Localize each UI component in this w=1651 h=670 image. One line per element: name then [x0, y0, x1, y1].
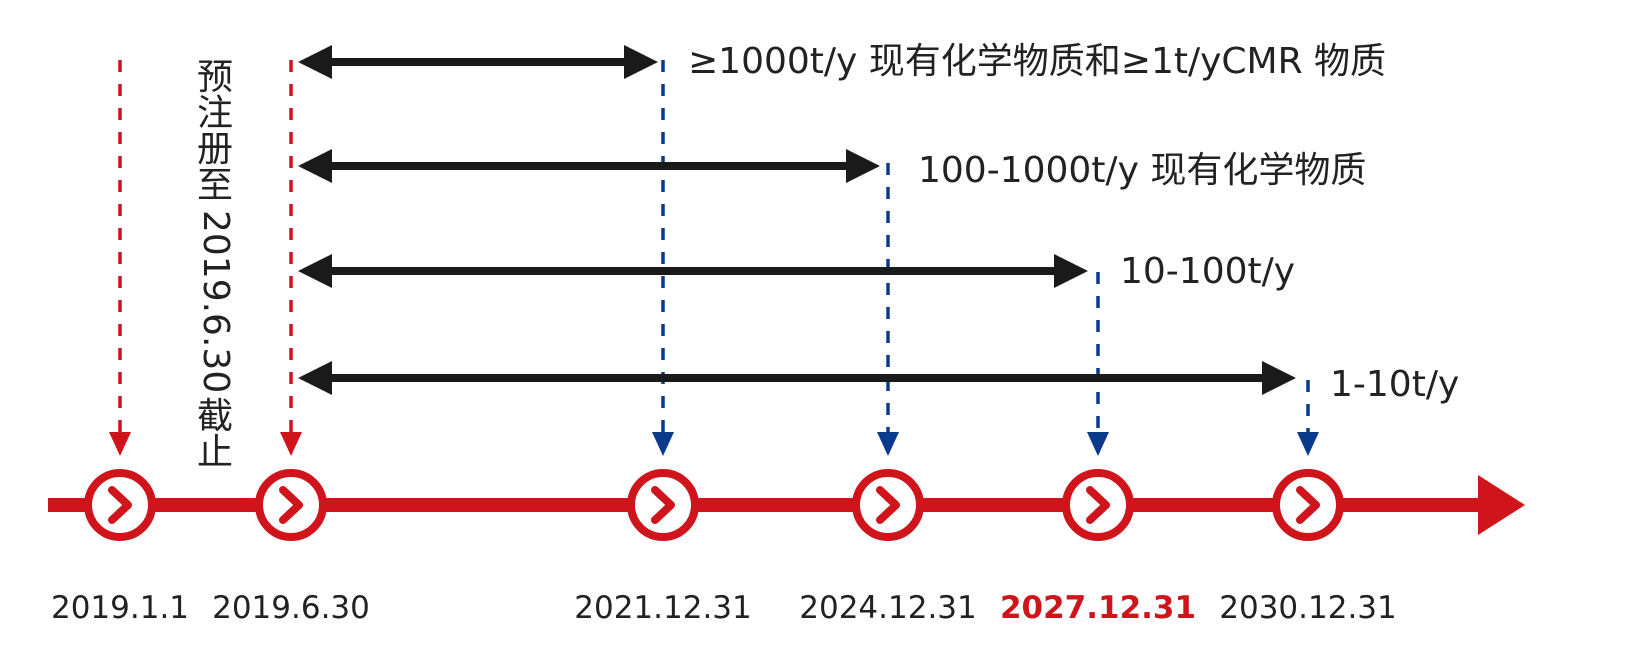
node-ring — [1272, 469, 1344, 541]
pre-registration-note: 预注册至 2019.6.30 截止 — [190, 60, 240, 477]
range-arrow — [298, 45, 658, 79]
arrow-down-icon — [1087, 432, 1109, 456]
milestone-label: 2021.12.31 — [574, 590, 752, 626]
range-label: 100-1000t/y 现有化学物质 — [918, 150, 1367, 191]
arrowhead-left-icon — [298, 149, 332, 183]
arrow-down-icon — [652, 432, 674, 456]
range-arrow — [298, 254, 1088, 288]
milestone-label: 2030.12.31 — [1219, 590, 1397, 626]
range-arrow — [298, 361, 1296, 395]
arrowhead-right-icon — [624, 45, 658, 79]
chevron-right-circle-icon — [255, 469, 327, 541]
note-prefix: 预注册至 — [196, 57, 233, 206]
node-chevron — [1086, 486, 1110, 524]
node-chevron — [876, 486, 900, 524]
range-label: ≥1000t/y 现有化学物质和≥1t/yCMR 物质 — [688, 41, 1387, 82]
milestone-label: 2019.1.1 — [50, 590, 190, 626]
arrowhead-right-icon — [1478, 475, 1525, 535]
node-ring — [627, 469, 699, 541]
chevron-right-circle-icon — [1062, 469, 1134, 541]
node-chevron — [651, 486, 675, 524]
node-ring — [255, 469, 327, 541]
node-ring — [852, 469, 924, 541]
arrowhead-right-icon — [1054, 254, 1088, 288]
arrowhead-right-icon — [1262, 361, 1296, 395]
milestone-label: 2024.12.31 — [799, 590, 977, 626]
range-arrow — [298, 149, 880, 183]
node-chevron — [279, 486, 303, 524]
milestone-label: 2019.6.30 — [212, 590, 370, 626]
note-suffix: 截止 — [196, 396, 233, 474]
note-date: 2019.6.30 — [195, 210, 236, 394]
chevron-right-circle-icon — [627, 469, 699, 541]
arrowhead-right-icon — [846, 149, 880, 183]
node-chevron — [1296, 486, 1320, 524]
arrowhead-left-icon — [298, 361, 332, 395]
milestone-label-highlight: 2027.12.31 — [999, 590, 1197, 626]
range-label: 1-10t/y — [1330, 364, 1460, 405]
arrow-down-icon — [280, 432, 302, 456]
chevron-right-circle-icon — [852, 469, 924, 541]
chevron-right-circle-icon — [1272, 469, 1344, 541]
arrow-down-icon — [1297, 432, 1319, 456]
chevron-right-circle-icon — [84, 469, 156, 541]
arrow-down-icon — [877, 432, 899, 456]
range-label: 10-100t/y — [1120, 251, 1296, 292]
arrowhead-left-icon — [298, 45, 332, 79]
node-ring — [1062, 469, 1134, 541]
arrowhead-left-icon — [298, 254, 332, 288]
node-ring — [84, 469, 156, 541]
node-chevron — [108, 486, 132, 524]
arrow-down-icon — [109, 432, 131, 456]
